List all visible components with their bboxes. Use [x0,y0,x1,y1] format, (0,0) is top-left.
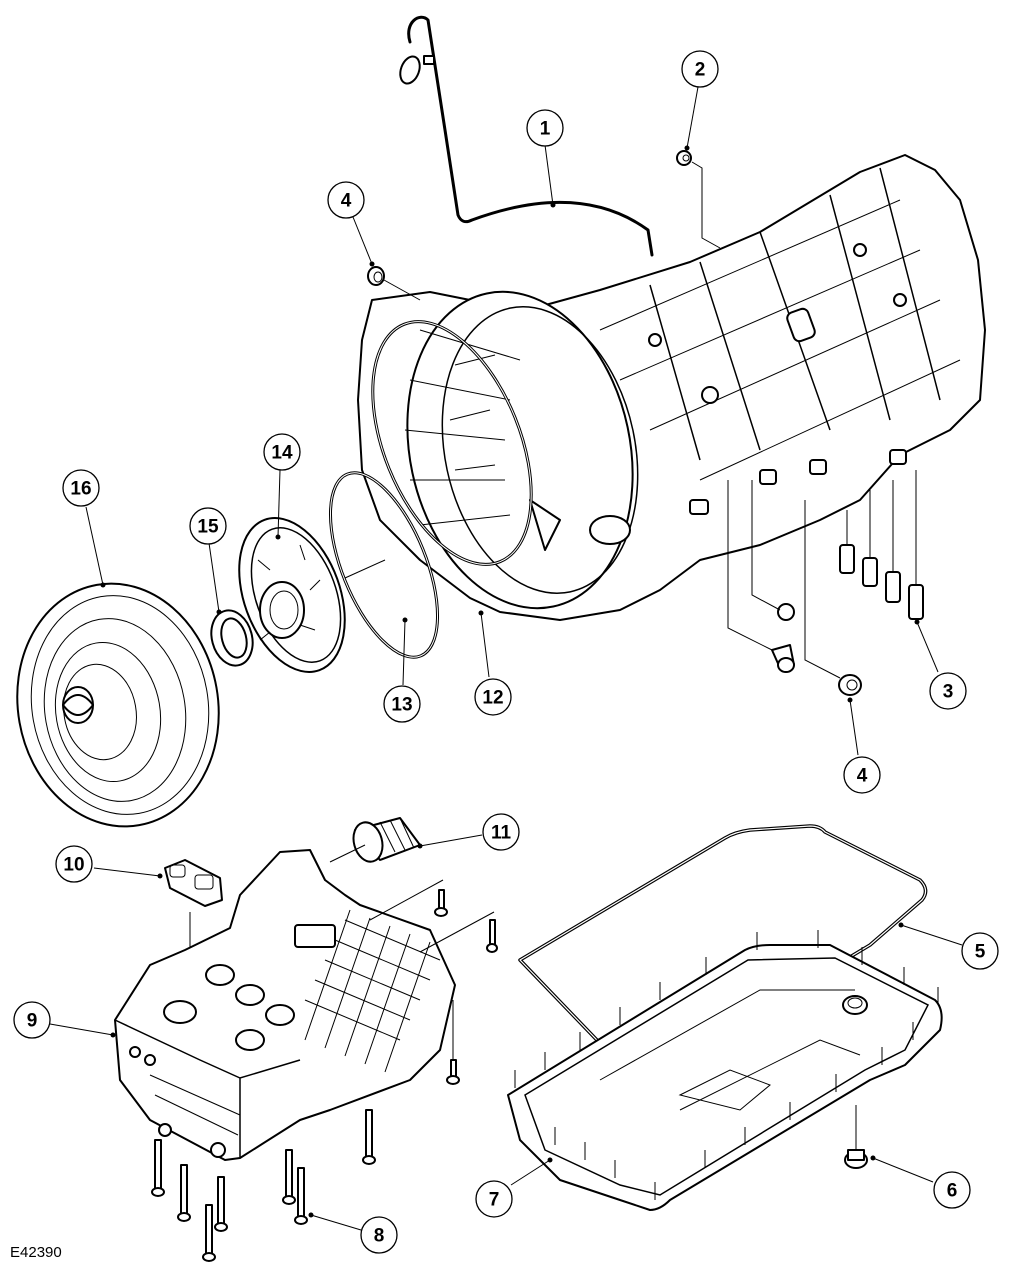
callout-7: 7 [475,1180,513,1218]
callout-label: 9 [27,1011,38,1032]
callout-4-lower: 4 [843,756,881,794]
o-ring-large [371,320,533,566]
callout-label: 12 [482,688,503,709]
callout-2: 2 [681,50,719,88]
callout-4-upper: 4 [327,181,365,219]
callout-5: 5 [961,932,999,970]
oil-pump [238,517,346,673]
seal-upper [367,266,421,301]
valve-body [114,849,456,1161]
callout-1: 1 [526,109,564,147]
dipstick-tube [399,15,654,257]
small-plugs [727,480,862,696]
callout-15: 15 [189,507,227,545]
callout-10: 10 [55,845,93,883]
connector-sleeve [329,817,421,863]
callout-9: 9 [13,1001,51,1039]
callout-label: 4 [857,766,868,787]
callout-label: 14 [271,443,293,464]
callout-label: 15 [197,517,219,538]
callout-14: 14 [263,433,301,471]
callout-label: 7 [489,1190,500,1211]
leader-lines [49,86,963,1231]
sleeves [839,470,924,620]
callout-label: 6 [947,1181,958,1202]
callout-label: 3 [943,682,954,703]
callout-11: 11 [482,813,520,851]
callout-label: 11 [491,823,512,844]
callout-16: 16 [62,469,100,507]
callout-label: 8 [374,1226,385,1247]
callout-8: 8 [360,1216,398,1254]
o-ring-small [328,471,440,659]
figure-id-label: E42390 [10,1244,62,1261]
callout-label: 10 [63,855,84,876]
transmission-housing [357,154,986,621]
callout-label: 2 [695,60,706,81]
callout-6: 6 [933,1171,971,1209]
oil-pan [507,930,943,1211]
drain-plug [844,1105,868,1169]
vent-plug [676,150,721,249]
callout-label: 1 [540,119,551,140]
shaft-seal [210,609,254,667]
callout-label: 16 [70,479,91,500]
torque-converter [16,582,220,828]
callout-13: 13 [383,685,421,723]
valve-body-bolts [151,879,498,1262]
callout-label: 13 [391,695,412,716]
callout-12: 12 [474,678,512,716]
callout-label: 4 [341,191,352,212]
callout-label: 5 [975,942,986,963]
callout-3: 3 [929,672,967,710]
